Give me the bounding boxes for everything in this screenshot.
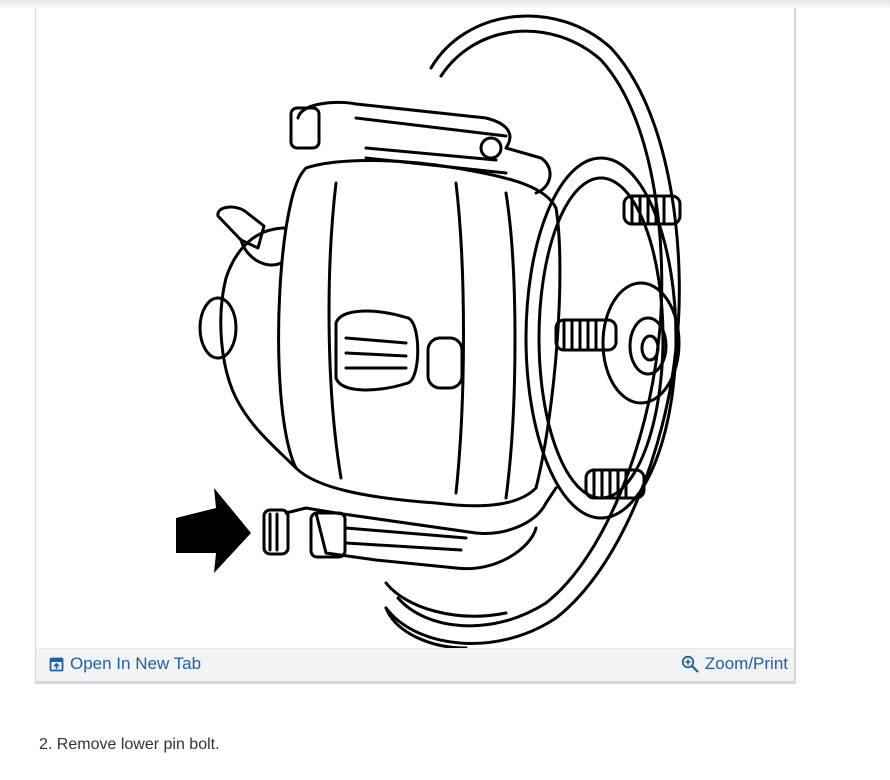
- brake-caliper-illustration: [176, 14, 682, 650]
- new-tab-icon: [49, 657, 64, 672]
- open-in-new-tab-label: Open In New Tab: [70, 654, 202, 673]
- zoom-print-link[interactable]: Zoom/Print: [681, 654, 788, 674]
- zoom-print-label: Zoom/Print: [704, 654, 788, 673]
- figure-toolbar: Open In New Tab Zoom/Print: [36, 648, 794, 681]
- instruction-step: 2. Remove lower pin bolt.: [39, 736, 220, 753]
- top-bar-shadow: [0, 0, 890, 8]
- zoom-in-icon: [681, 655, 699, 673]
- figure-container: Open In New Tab Zoom/Print: [35, 8, 796, 684]
- open-in-new-tab-link[interactable]: Open In New Tab: [49, 654, 201, 674]
